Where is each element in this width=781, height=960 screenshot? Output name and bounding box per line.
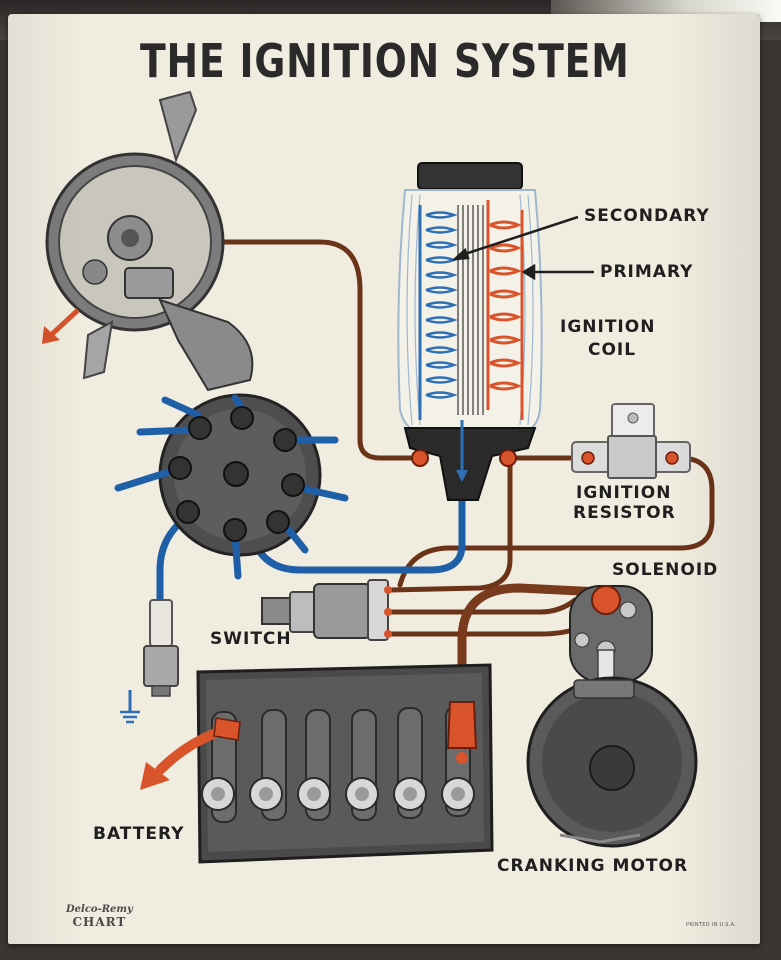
distributor-cap bbox=[114, 393, 349, 580]
wire-switch-to-solenoid-1 bbox=[385, 597, 578, 615]
brand-line2: CHART bbox=[72, 915, 127, 929]
spark-plug bbox=[120, 599, 179, 724]
battery bbox=[140, 663, 494, 864]
wire-distributor-to-coil bbox=[215, 239, 421, 461]
label-ignition-resistor-line2: RESISTOR bbox=[573, 503, 676, 523]
brand-logo: Delco-Remy CHART bbox=[66, 904, 133, 928]
label-secondary: SECONDARY bbox=[584, 206, 710, 226]
ground-icon bbox=[120, 710, 140, 724]
ignition-coil bbox=[397, 162, 543, 501]
label-switch: SWITCH bbox=[210, 629, 292, 649]
page-title: THE IGNITION SYSTEM bbox=[140, 34, 630, 88]
label-battery: BATTERY bbox=[93, 824, 185, 844]
wire-coil-to-switch bbox=[387, 463, 513, 593]
label-ignition-resistor-line1: IGNITION bbox=[576, 483, 672, 503]
primary-winding bbox=[489, 220, 522, 391]
label-pointers bbox=[451, 215, 594, 281]
distributor bbox=[42, 90, 254, 392]
ignition-resistor bbox=[571, 403, 691, 479]
wire-battery-to-solenoid bbox=[457, 583, 605, 715]
ground-arrow-icon bbox=[140, 762, 170, 790]
label-cranking-motor: CRANKING MOTOR bbox=[497, 856, 689, 876]
label-primary: PRIMARY bbox=[600, 262, 694, 282]
cranking-motor bbox=[526, 585, 698, 848]
wire-switch-to-solenoid-2 bbox=[385, 609, 603, 637]
label-ignition-coil-line2: COIL bbox=[588, 340, 637, 360]
wire-resistor-to-switch bbox=[397, 455, 715, 588]
label-solenoid: SOLENOID bbox=[612, 560, 719, 580]
ignition-switch bbox=[261, 579, 392, 641]
rotation-arrow-icon bbox=[42, 326, 60, 344]
printed-note: PRINTED IN U.S.A. bbox=[686, 922, 737, 928]
brand-line1: Delco-Remy bbox=[66, 904, 133, 915]
label-ignition-coil-line1: IGNITION bbox=[560, 317, 656, 337]
secondary-winding bbox=[425, 211, 458, 399]
